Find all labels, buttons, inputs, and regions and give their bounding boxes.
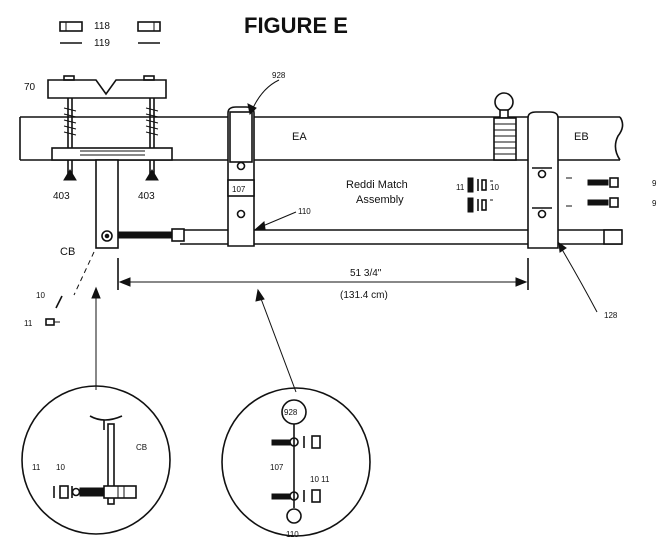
cable [117,228,185,242]
label-110: 110 [298,207,311,216]
label-cb: CB [60,246,75,258]
arrow-403-left [63,169,77,181]
detail-left-cb: CB [136,443,147,452]
figure-title: FIGURE E [244,13,348,38]
label-70: 70 [24,82,36,93]
label-9-bottom: 9 [652,199,657,208]
label-119: 119 [94,38,110,49]
label-ea: EA [292,131,307,143]
label-107: 107 [232,185,246,194]
parts-10-11-left [45,295,63,326]
label-118: 118 [94,21,110,32]
dimension-cm: (131.4 cm) [340,290,388,301]
knob-spring [493,92,517,161]
label-403-left: 403 [53,191,70,202]
bracket-928 [227,106,255,247]
dimension-inches: 51 3/4" [350,268,382,279]
label-403-right: 403 [138,191,155,202]
leader-128-arrowhead [558,241,567,253]
label-10-left: 10 [36,291,45,300]
label-11-left: 11 [24,319,33,328]
assembly-label-11: 11 [456,183,465,192]
detail-right-107: 107 [270,463,284,472]
leader-to-left-detail [91,286,101,390]
arrow-403-right [145,169,159,181]
assembly-label-line1: Reddi Match [346,179,408,191]
assembly-label-line2: Assembly [356,194,404,206]
lower-clamp-plate [51,147,173,161]
leader-110-arrowhead [254,221,266,230]
dashed-leader-cb [73,251,95,296]
clamp-block-70 [47,75,167,99]
cb-bracket [95,159,119,249]
clamp-bolts [63,98,159,175]
part-118-hardware-icon [59,21,161,44]
detail-circle-right [221,387,371,537]
label-eb: EB [574,131,589,143]
label-928-top: 928 [272,71,286,80]
detail-left-11: 11 [32,463,41,472]
label-128: 128 [604,311,618,320]
label-9-top: 9 [652,179,657,188]
assembly-hardware-icons [467,177,493,213]
detail-right-928: 928 [284,408,298,417]
leader-to-right-detail [255,288,297,393]
leader-928-arrowhead [247,103,257,116]
detail-right-10-11: 10 11 [310,475,330,484]
collar-128 [527,111,559,249]
detail-left-10: 10 [56,463,65,472]
dimension-line [117,258,529,290]
leader-128 [559,245,598,313]
right-edge-hardware [566,177,619,208]
leader-928 [251,79,280,111]
detail-circle-left [21,385,171,535]
assembly-label-10: 10 [490,183,499,192]
detail-right-110: 110 [286,530,299,539]
